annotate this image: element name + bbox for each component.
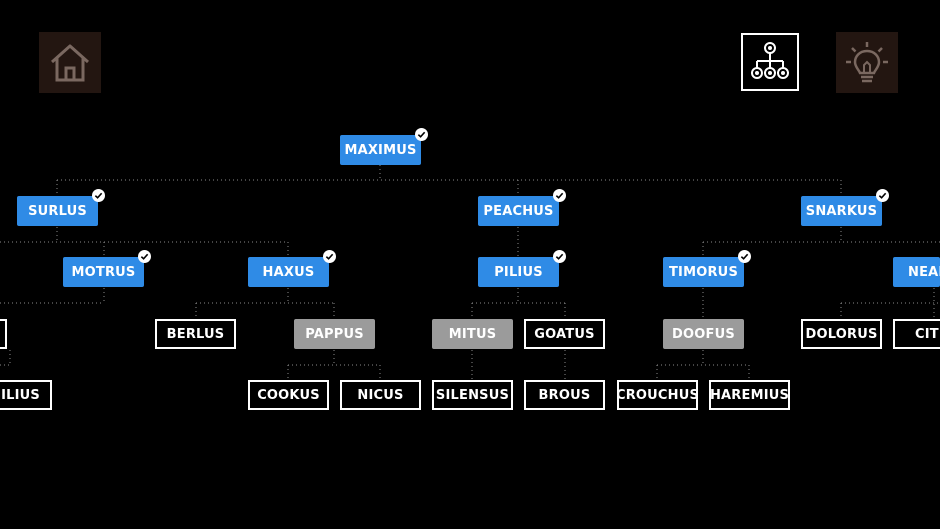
solved-check-icon xyxy=(553,189,566,202)
node-cookus[interactable]: COOKUS xyxy=(248,380,329,410)
node-mitus[interactable]: MITUS xyxy=(432,319,513,349)
node-motrus[interactable]: MOTRUS xyxy=(63,257,144,287)
node-label: BERLUS xyxy=(166,326,225,342)
node-berlus[interactable]: BERLUS xyxy=(155,319,236,349)
node-doofus[interactable]: DOOFUS xyxy=(663,319,744,349)
node-goatus[interactable]: GOATUS xyxy=(524,319,605,349)
node-peachus[interactable]: PEACHUS xyxy=(478,196,559,226)
node-ilius[interactable]: ILIUS xyxy=(0,380,52,410)
home-button[interactable] xyxy=(39,32,101,93)
node-label: NEAN xyxy=(908,264,940,280)
node-label: MAXIMUS xyxy=(344,142,417,158)
node-label: NICUS xyxy=(357,387,404,403)
node-label: BROUS xyxy=(538,387,591,403)
home-icon xyxy=(51,44,89,81)
node-nicus[interactable]: NICUS xyxy=(340,380,421,410)
node-pappus[interactable]: PAPPUS xyxy=(294,319,375,349)
node-label: PAPPUS xyxy=(305,326,364,342)
node-label: ILIUS xyxy=(1,387,40,403)
node-label: MOTRUS xyxy=(71,264,136,280)
solved-check-icon xyxy=(323,250,336,263)
family-tree-button[interactable] xyxy=(741,33,799,91)
node-maximus[interactable]: MAXIMUS xyxy=(340,135,421,165)
node-haxus[interactable]: HAXUS xyxy=(248,257,329,287)
node-offscreen-left[interactable] xyxy=(0,319,7,349)
node-label: DOLORUS xyxy=(805,326,878,342)
node-label: SILENSUS xyxy=(435,387,510,403)
node-label: DOOFUS xyxy=(672,326,735,342)
hint-button[interactable] xyxy=(836,32,898,93)
node-label: CITU xyxy=(915,326,940,342)
hierarchy-icon xyxy=(751,42,789,79)
node-label: SURLUS xyxy=(28,203,87,219)
node-snarkus[interactable]: SNARKUS xyxy=(801,196,882,226)
solved-check-icon xyxy=(738,250,751,263)
node-label: COOKUS xyxy=(257,387,320,403)
node-label: SNARKUS xyxy=(805,203,878,219)
node-surlus[interactable]: SURLUS xyxy=(17,196,98,226)
node-silensus[interactable]: SILENSUS xyxy=(432,380,513,410)
solved-check-icon xyxy=(138,250,151,263)
node-label: HAXUS xyxy=(262,264,315,280)
solved-check-icon xyxy=(876,189,889,202)
node-nean[interactable]: NEAN xyxy=(893,257,940,287)
node-timorus[interactable]: TIMORUS xyxy=(663,257,744,287)
node-pilius[interactable]: PILIUS xyxy=(478,257,559,287)
node-label: PEACHUS xyxy=(483,203,554,219)
node-label: HAREMIUS xyxy=(709,387,790,403)
node-crouchus[interactable]: CROUCHUS xyxy=(617,380,698,410)
solved-check-icon xyxy=(92,189,105,202)
lightbulb-icon xyxy=(846,41,888,82)
node-label: MITUS xyxy=(448,326,497,342)
node-haremius[interactable]: HAREMIUS xyxy=(709,380,790,410)
node-label: GOATUS xyxy=(534,326,595,342)
solved-check-icon xyxy=(553,250,566,263)
node-citu[interactable]: CITU xyxy=(893,319,940,349)
node-brous[interactable]: BROUS xyxy=(524,380,605,410)
node-label: PILIUS xyxy=(494,264,543,280)
node-dolorus[interactable]: DOLORUS xyxy=(801,319,882,349)
solved-check-icon xyxy=(415,128,428,141)
node-label: CROUCHUS xyxy=(617,387,698,403)
node-label: TIMORUS xyxy=(668,264,739,280)
